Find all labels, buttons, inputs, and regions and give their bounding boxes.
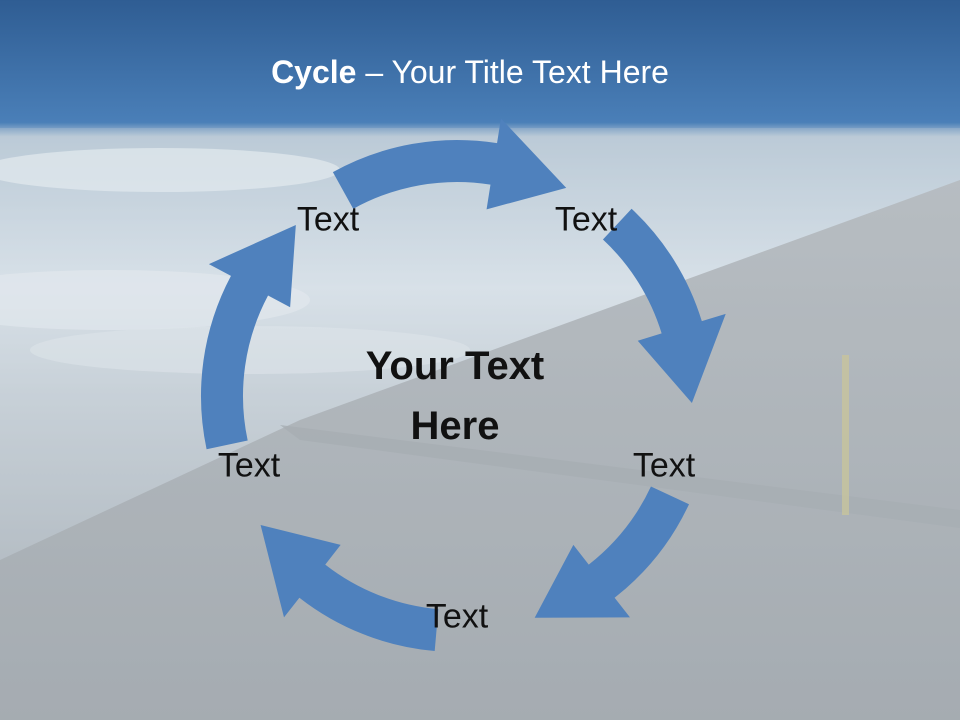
- arrow-right-upper: [602, 208, 726, 403]
- slide-title: Cycle – Your Title Text Here: [0, 54, 940, 91]
- arrow-bottom: [260, 525, 439, 652]
- cycle-label-top-right: Text: [554, 200, 618, 239]
- cycle-label-right: Text: [632, 446, 696, 485]
- title-rest: – Your Title Text Here: [356, 54, 669, 90]
- cycle-label-top-left: Text: [296, 200, 360, 239]
- center-text-line1: Your Text: [365, 344, 545, 388]
- cycle-label-bottom: Text: [425, 597, 489, 636]
- center-text: Your Text Here: [325, 336, 585, 456]
- arrow-right-lower: [534, 486, 690, 618]
- title-bold: Cycle: [271, 54, 357, 90]
- arrow-top: [332, 118, 567, 210]
- cycle-label-left: Text: [217, 446, 281, 485]
- center-text-line2: Here: [410, 404, 500, 448]
- arrow-left: [200, 224, 296, 450]
